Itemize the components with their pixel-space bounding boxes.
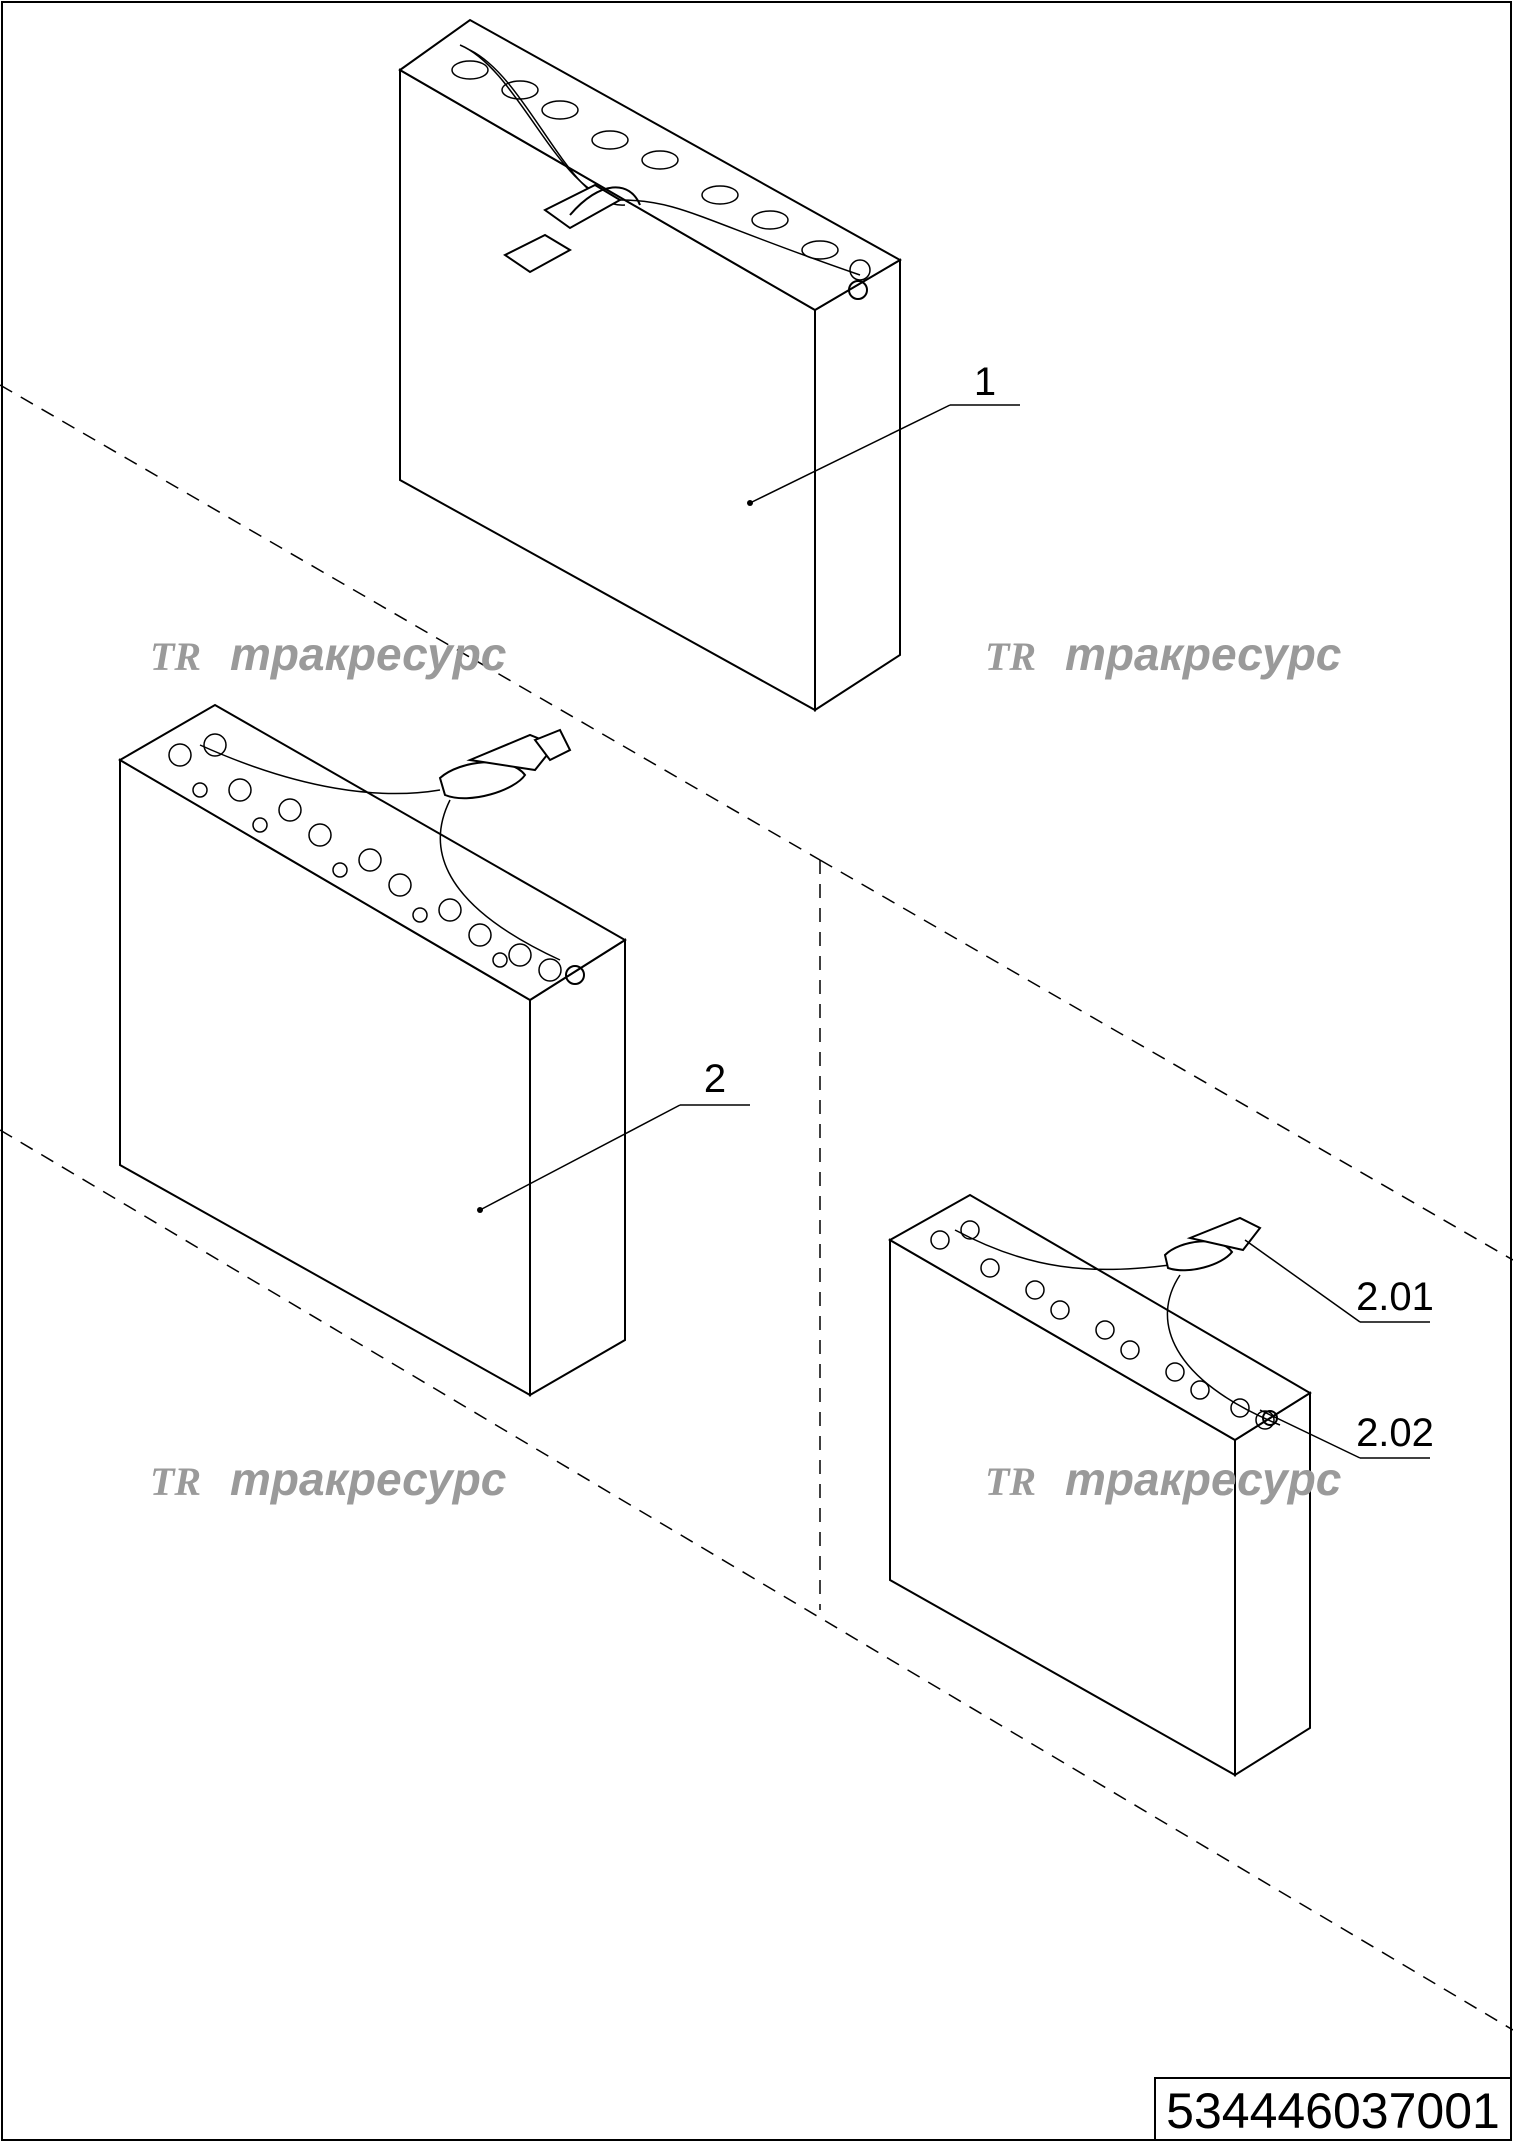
watermark-logo-3: TR: [150, 1459, 201, 1504]
watermark-text-4: тракресурс: [1065, 1453, 1341, 1505]
battery-2-detail-side-face: [1234, 1391, 1311, 1777]
document-number: 534446037001: [1166, 2083, 1500, 2139]
leader-line-1: [749, 404, 951, 504]
leader-dot-2: [477, 1207, 483, 1213]
watermark-2: TR тракресурс: [985, 628, 1341, 680]
battery-2: [118, 703, 627, 1397]
watermark-3: TR тракресурс: [150, 1453, 506, 1505]
watermark-text-1: тракресурс: [230, 628, 506, 680]
divider-line-top: [0, 384, 821, 861]
leader-dot-1: [747, 500, 753, 506]
part-label-2-02: 2.02: [1356, 1411, 1434, 1455]
battery-1-top: [398, 18, 903, 312]
watermark-1: TR тракресурс: [150, 628, 506, 680]
battery-2-detail-top: [887, 1193, 1312, 1442]
part-label-2: 2: [704, 1057, 726, 1101]
battery-1: [398, 18, 903, 712]
watermark-logo-2: TR: [985, 634, 1036, 679]
battery-2-side-face: [529, 938, 626, 1397]
battery-1-side-face: [814, 258, 901, 712]
section-dividers: [0, 384, 1513, 2031]
part-label-2-01: 2.01: [1356, 1275, 1434, 1319]
divider-line-bottom: [0, 1129, 1513, 2031]
battery-2-detail-cells: [930, 1220, 1281, 1430]
divider-line-middle: [819, 859, 1513, 1261]
watermark-text-2: тракресурс: [1065, 628, 1341, 680]
leader-line-2-01: [1244, 1239, 1361, 1323]
part-label-1: 1: [974, 360, 996, 404]
leader-line-2: [479, 1104, 681, 1211]
battery-2-cells: [168, 733, 562, 982]
leader-line-2-02: [1259, 1409, 1361, 1459]
battery-2-detail: [887, 1193, 1312, 1777]
watermark-logo-1: TR: [150, 634, 201, 679]
watermark-text-3: тракресурс: [230, 1453, 506, 1505]
watermark-logo-4: TR: [985, 1459, 1036, 1504]
watermark-4: TR тракресурс: [985, 1453, 1341, 1505]
document-number-box: [1154, 2077, 1512, 2141]
battery-2-detail-connector: [1163, 1216, 1262, 1272]
battery-2-connector: [438, 728, 572, 800]
battery-1-connector: [503, 183, 641, 274]
